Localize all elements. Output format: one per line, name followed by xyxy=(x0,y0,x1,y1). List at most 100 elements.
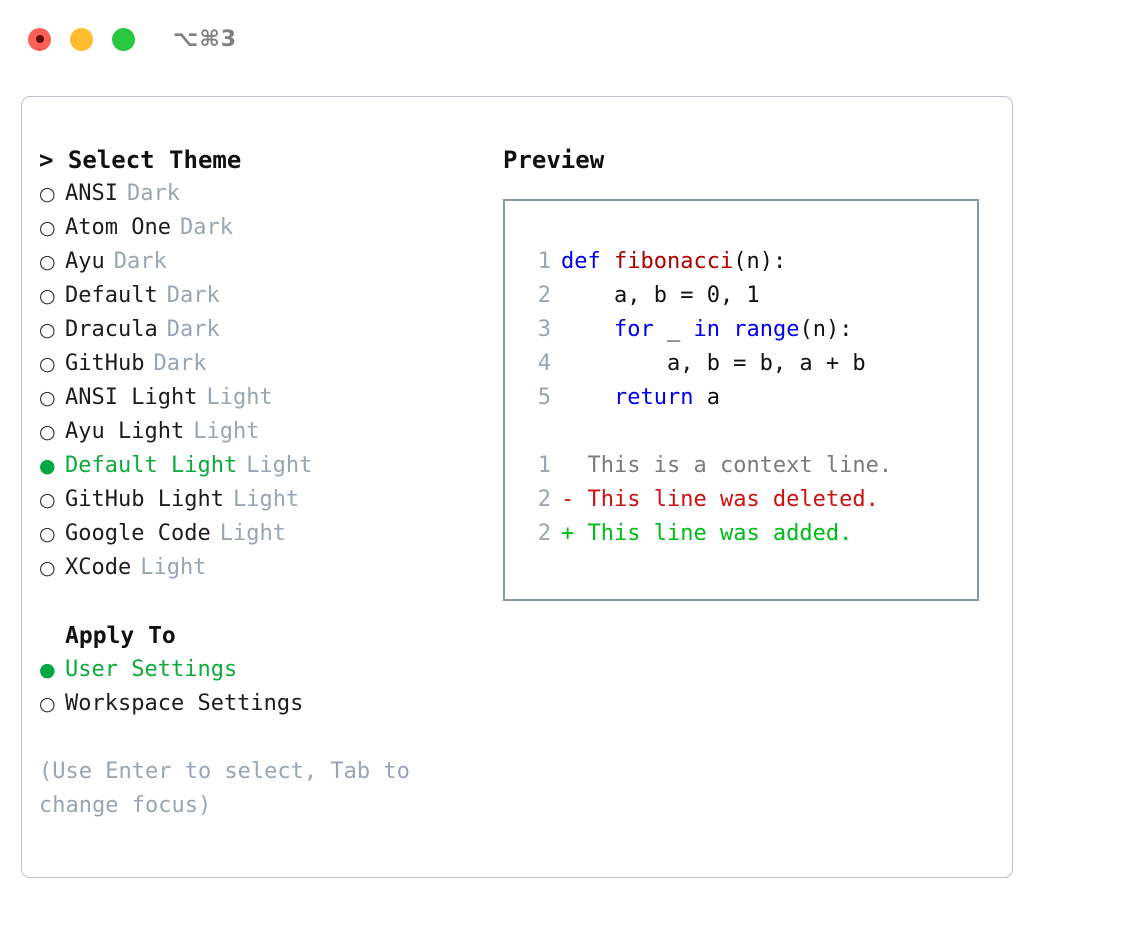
code-token: a, b = b, a + b xyxy=(561,351,866,376)
theme-variant-tag: Light xyxy=(219,521,286,546)
theme-option-label: Default Light xyxy=(65,453,238,478)
theme-option-label: Dracula xyxy=(65,317,158,342)
line-number: 1 xyxy=(537,249,551,274)
theme-variant-tag: Light xyxy=(206,385,273,410)
diff-marker xyxy=(561,449,588,483)
line-number: 4 xyxy=(537,351,551,376)
apply-to-option-label: Workspace Settings xyxy=(65,691,304,716)
theme-variant-tag: Light xyxy=(246,453,313,478)
code-token: in xyxy=(693,317,720,342)
close-window-button[interactable] xyxy=(28,27,51,51)
code-diff-spacer xyxy=(521,415,977,449)
code-token: (n): xyxy=(733,249,787,274)
line-number: 1 xyxy=(537,453,551,478)
radio-unselected-icon: ○ xyxy=(39,217,56,239)
apply-to-heading: Apply To xyxy=(65,623,176,649)
diff-line: 2- This line was deleted. xyxy=(521,483,977,517)
theme-option-label: Default xyxy=(65,283,158,308)
theme-option-label: Ayu xyxy=(65,249,105,274)
code-text: a, b = 0, 1 xyxy=(561,279,760,313)
code-token: def xyxy=(561,249,614,274)
apply-to-option-label: User Settings xyxy=(65,657,238,682)
radio-unselected-icon: ○ xyxy=(39,421,56,443)
code-text: for _ in range(n): xyxy=(561,313,852,347)
theme-option-label: GitHub Light xyxy=(65,487,224,512)
theme-option-atom-one[interactable]: ○ Atom One Dark xyxy=(39,211,492,245)
apply-to-option-workspace-settings[interactable]: ○Workspace Settings xyxy=(39,687,492,721)
radio-unselected-icon: ○ xyxy=(39,387,56,409)
radio-unselected-icon: ○ xyxy=(39,489,56,511)
code-line: 1 def fibonacci(n): xyxy=(521,245,977,279)
keyboard-hint-text: (Use Enter to select, Tab to change focu… xyxy=(39,759,424,818)
code-token: a, b = 0, 1 xyxy=(561,283,760,308)
theme-variant-tag: Dark xyxy=(126,181,180,206)
apply-to-option-user-settings[interactable]: ● User Settings xyxy=(39,653,492,687)
line-number: 5 xyxy=(537,385,551,410)
code-text: return a xyxy=(561,381,720,415)
theme-option-ansi-light[interactable]: ○ ANSI Light Light xyxy=(39,381,492,415)
theme-option-label: ANSI xyxy=(65,181,118,206)
code-token xyxy=(561,385,614,410)
radio-selected-icon: ● xyxy=(39,659,56,681)
theme-option-github-light[interactable]: ○ GitHub Light Light xyxy=(39,483,492,517)
line-number: 3 xyxy=(537,317,551,342)
theme-option-label: Ayu Light xyxy=(65,419,185,444)
code-line: 5 return a xyxy=(521,381,977,415)
theme-option-label: ANSI Light xyxy=(65,385,198,410)
radio-unselected-icon: ○ xyxy=(39,557,56,579)
code-token: (n): xyxy=(799,317,853,342)
diff-sample: 1 This is a context line.2- This line wa… xyxy=(521,449,977,551)
theme-option-label: GitHub xyxy=(65,351,145,376)
theme-option-ayu-light[interactable]: ○ Ayu Light Light xyxy=(39,415,492,449)
code-line: 3 for _ in range(n): xyxy=(521,313,977,347)
radio-unselected-icon: ○ xyxy=(39,183,56,205)
code-token: return xyxy=(613,385,694,410)
radio-unselected-icon: ○ xyxy=(39,285,56,307)
section-spacer xyxy=(39,585,492,619)
radio-unselected-icon: ○ xyxy=(39,523,56,545)
code-text: def fibonacci(n): xyxy=(561,245,786,279)
diff-marker: - xyxy=(561,487,588,512)
code-token xyxy=(720,317,733,342)
theme-variant-tag: Light xyxy=(193,419,260,444)
theme-option-ansi[interactable]: ○ ANSI Dark xyxy=(39,177,492,211)
diff-text: This line was deleted. xyxy=(587,487,879,512)
apply-to-option-list: ● User Settings ○Workspace Settings xyxy=(39,653,492,721)
diff-line: 2+ This line was added. xyxy=(521,517,977,551)
theme-option-label: Atom One xyxy=(65,215,171,240)
code-token: range xyxy=(733,317,800,342)
code-token: _ xyxy=(653,317,694,342)
line-number: 2 xyxy=(537,521,551,546)
line-number: 2 xyxy=(537,487,551,512)
theme-variant-tag: Dark xyxy=(179,215,233,240)
preview-heading: Preview xyxy=(503,146,605,174)
maximize-window-button[interactable] xyxy=(112,27,135,51)
theme-option-dracula[interactable]: ○ Dracula Dark xyxy=(39,313,492,347)
code-line: 4 a, b = b, a + b xyxy=(521,347,977,381)
line-number: 2 xyxy=(537,283,551,308)
minimize-window-button[interactable] xyxy=(70,27,93,51)
theme-option-label: XCode xyxy=(65,555,132,580)
theme-variant-tag: Light xyxy=(232,487,300,512)
select-theme-heading: > Select Theme xyxy=(39,146,242,174)
keyboard-shortcut-label: ⌥⌘3 xyxy=(173,26,238,52)
diff-text: This line was added. xyxy=(587,521,853,546)
theme-variant-tag: Dark xyxy=(166,317,220,342)
window-titlebar: ⌥⌘3 xyxy=(0,0,1140,78)
diff-line: 1 This is a context line. xyxy=(521,449,977,483)
code-line: 2 a, b = 0, 1 xyxy=(521,279,977,313)
code-text: a, b = b, a + b xyxy=(561,347,866,381)
radio-unselected-icon: ○ xyxy=(39,319,56,341)
traffic-light-buttons xyxy=(28,27,135,51)
